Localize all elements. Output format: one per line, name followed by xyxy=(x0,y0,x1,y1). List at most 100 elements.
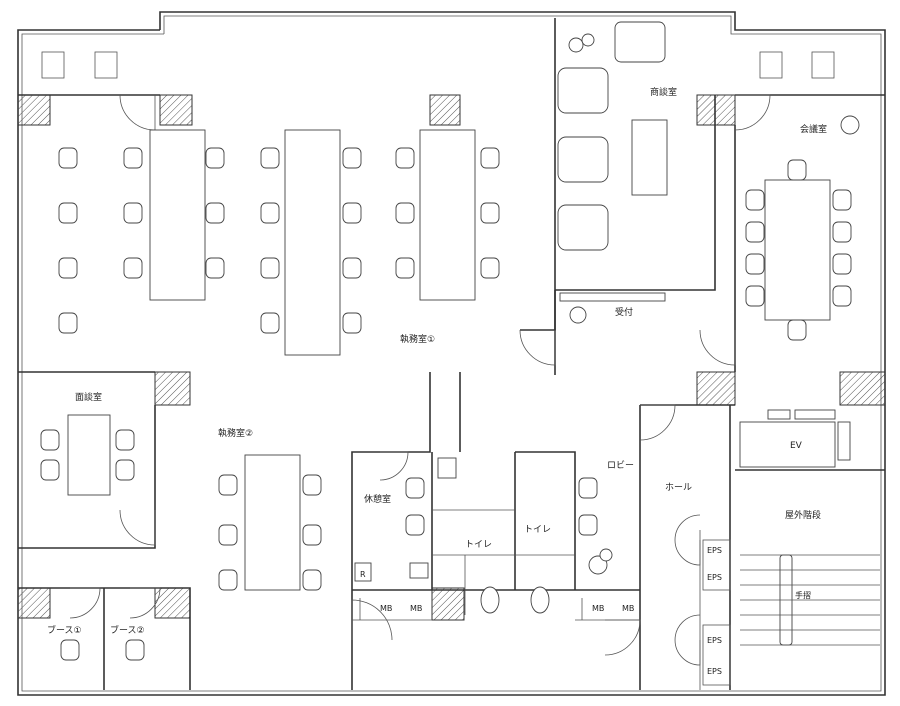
negotiation-table xyxy=(631,119,668,196)
label-mb: MB xyxy=(410,604,422,613)
door[interactable] xyxy=(639,404,676,441)
chair xyxy=(123,147,143,169)
chair xyxy=(115,459,135,481)
label-outdoor-stairs: 屋外階段 xyxy=(785,509,821,521)
door[interactable] xyxy=(379,451,409,481)
door[interactable] xyxy=(119,509,156,546)
label-interview-room: 面談室 xyxy=(75,391,102,403)
chair xyxy=(40,429,60,451)
chair xyxy=(123,202,143,224)
label-meeting-room: 会議室 xyxy=(800,123,827,135)
chair xyxy=(832,253,852,275)
chair xyxy=(58,312,78,334)
chair xyxy=(480,147,500,169)
door[interactable] xyxy=(734,94,771,131)
chair xyxy=(480,202,500,224)
chair xyxy=(115,429,135,451)
chair xyxy=(218,524,238,546)
door[interactable] xyxy=(604,619,641,656)
chair xyxy=(578,477,598,499)
chair xyxy=(395,147,415,169)
label-refrigerator: R xyxy=(360,570,366,579)
chair xyxy=(832,221,852,243)
label-mb: MB xyxy=(380,604,392,613)
chair xyxy=(342,312,362,334)
chair xyxy=(342,202,362,224)
label-reception: 受付 xyxy=(615,306,633,318)
chair xyxy=(395,202,415,224)
meeting-table xyxy=(764,179,831,321)
chair xyxy=(578,514,598,536)
chair xyxy=(302,474,322,496)
door[interactable] xyxy=(699,329,736,366)
label-booth-1: ブース① xyxy=(47,624,82,636)
label-break-room: 休憩室 xyxy=(364,493,391,505)
structural-columns xyxy=(17,94,886,621)
chair xyxy=(405,477,425,499)
room-labels: 執務室① 執務室② 会議室 商談室 受付 面談室 休憩室 トイレ トイレ ロビー… xyxy=(47,86,827,686)
chair xyxy=(40,459,60,481)
chair xyxy=(745,189,765,211)
chair xyxy=(218,474,238,496)
chair xyxy=(787,159,807,181)
chair xyxy=(205,147,225,169)
chair xyxy=(405,514,425,536)
door[interactable] xyxy=(129,587,161,619)
label-handrail: 手摺 xyxy=(795,590,811,600)
interview-table xyxy=(67,414,111,496)
label-negotiation-room: 商談室 xyxy=(650,86,677,98)
label-lobby: ロビー xyxy=(607,460,634,471)
label-office-2: 執務室② xyxy=(218,427,253,439)
chair xyxy=(342,147,362,169)
label-mb: MB xyxy=(592,604,604,613)
chair xyxy=(205,202,225,224)
label-eps: EPS xyxy=(707,667,722,676)
chair xyxy=(342,257,362,279)
chair xyxy=(58,257,78,279)
chair xyxy=(745,253,765,275)
chair xyxy=(787,319,807,341)
label-eps: EPS xyxy=(707,636,722,645)
door[interactable] xyxy=(351,599,393,641)
label-elevator: EV xyxy=(790,441,803,451)
chair xyxy=(832,285,852,307)
desk-cluster xyxy=(244,454,301,591)
furniture xyxy=(40,21,880,661)
chair xyxy=(480,257,500,279)
label-toilet-1: トイレ xyxy=(465,540,492,550)
chair xyxy=(302,524,322,546)
chair xyxy=(745,285,765,307)
doors xyxy=(69,94,771,666)
chair xyxy=(123,257,143,279)
chair xyxy=(302,569,322,591)
desk-cluster xyxy=(149,129,206,301)
label-eps: EPS xyxy=(707,573,722,582)
label-office-1: 執務室① xyxy=(400,333,435,345)
refrigerator xyxy=(354,562,372,582)
chair xyxy=(832,189,852,211)
chair xyxy=(260,257,280,279)
chair xyxy=(745,221,765,243)
desk-cluster xyxy=(419,129,476,301)
label-booth-2: ブース② xyxy=(110,624,145,636)
label-eps: EPS xyxy=(707,546,722,555)
chair xyxy=(205,257,225,279)
label-mb: MB xyxy=(622,604,634,613)
door[interactable] xyxy=(69,587,101,619)
desk-cluster xyxy=(284,129,341,356)
chair xyxy=(60,639,80,661)
label-hall: ホール xyxy=(665,482,692,493)
chair xyxy=(218,569,238,591)
label-toilet-2: トイレ xyxy=(524,525,551,535)
door[interactable] xyxy=(119,94,156,131)
door[interactable] xyxy=(519,329,556,366)
door[interactable] xyxy=(674,614,701,666)
door[interactable] xyxy=(674,514,701,566)
chair xyxy=(125,639,145,661)
chair xyxy=(260,202,280,224)
chair xyxy=(260,147,280,169)
chair xyxy=(58,147,78,169)
chair xyxy=(58,202,78,224)
chair xyxy=(260,312,280,334)
